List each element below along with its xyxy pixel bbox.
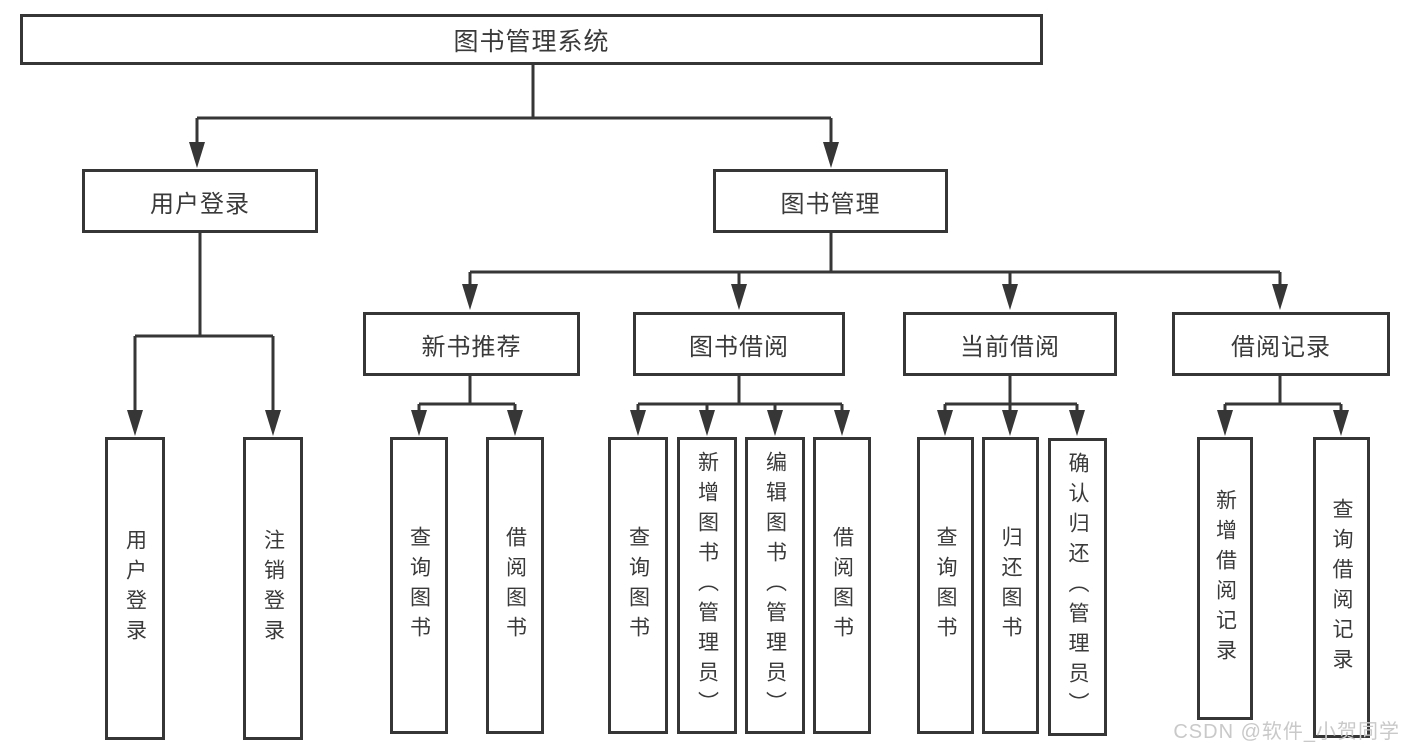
leaf-borrow-books-recommend: 借阅图书: [486, 437, 544, 734]
leaf-label: 查询图书: [934, 525, 957, 646]
csdn-watermark: CSDN @软件_小贺同学: [1173, 721, 1400, 743]
node-label: 用户登录: [150, 190, 250, 218]
node-current-borrow: 当前借阅: [903, 312, 1117, 376]
node-new-book-recommend: 新书推荐: [363, 312, 580, 376]
leaf-label: 编辑图书（管理员）: [763, 450, 787, 721]
leaf-label: 新增图书（管理员）: [695, 450, 719, 721]
node-label: 新书推荐: [421, 333, 522, 361]
node-library-management-system: 图书管理系统: [20, 14, 1043, 65]
leaf-label: 查询借阅记录: [1330, 497, 1353, 678]
node-label: 图书借阅: [689, 333, 789, 361]
leaf-edit-books-admin: 编辑图书（管理员）: [745, 437, 805, 734]
leaf-query-borrow-record: 查询借阅记录: [1313, 437, 1370, 738]
node-label: 图书管理系统: [453, 27, 610, 56]
node-label: 图书管理: [780, 190, 881, 218]
leaf-query-books-current: 查询图书: [917, 437, 974, 734]
leaf-label: 借阅图书: [830, 525, 854, 646]
leaf-query-books-borrow: 查询图书: [608, 437, 668, 734]
leaf-confirm-return-admin: 确认归还（管理员）: [1048, 438, 1107, 736]
leaf-label: 用户登录: [123, 528, 147, 649]
leaf-label: 新增借阅记录: [1213, 488, 1237, 669]
leaf-label: 归还图书: [999, 525, 1022, 646]
leaf-add-books-admin: 新增图书（管理员）: [677, 437, 737, 734]
leaf-logout-login: 注销登录: [243, 437, 303, 740]
node-book-borrow: 图书借阅: [633, 312, 845, 376]
leaf-label: 注销登录: [261, 528, 285, 649]
leaf-return-books: 归还图书: [982, 437, 1039, 734]
node-book-management: 图书管理: [713, 169, 948, 233]
leaf-borrow-books: 借阅图书: [813, 437, 871, 734]
leaf-label: 确认归还（管理员）: [1066, 452, 1089, 722]
leaf-label: 借阅图书: [503, 525, 527, 646]
node-user-login: 用户登录: [82, 169, 318, 233]
leaf-query-books-recommend: 查询图书: [390, 437, 448, 734]
node-label: 当前借阅: [960, 333, 1060, 361]
leaf-label: 查询图书: [407, 525, 431, 646]
leaf-user-login: 用户登录: [105, 437, 165, 740]
node-label: 借阅记录: [1231, 333, 1331, 361]
leaf-add-borrow-record: 新增借阅记录: [1197, 437, 1253, 720]
node-borrow-records: 借阅记录: [1172, 312, 1390, 376]
leaf-label: 查询图书: [626, 525, 650, 646]
